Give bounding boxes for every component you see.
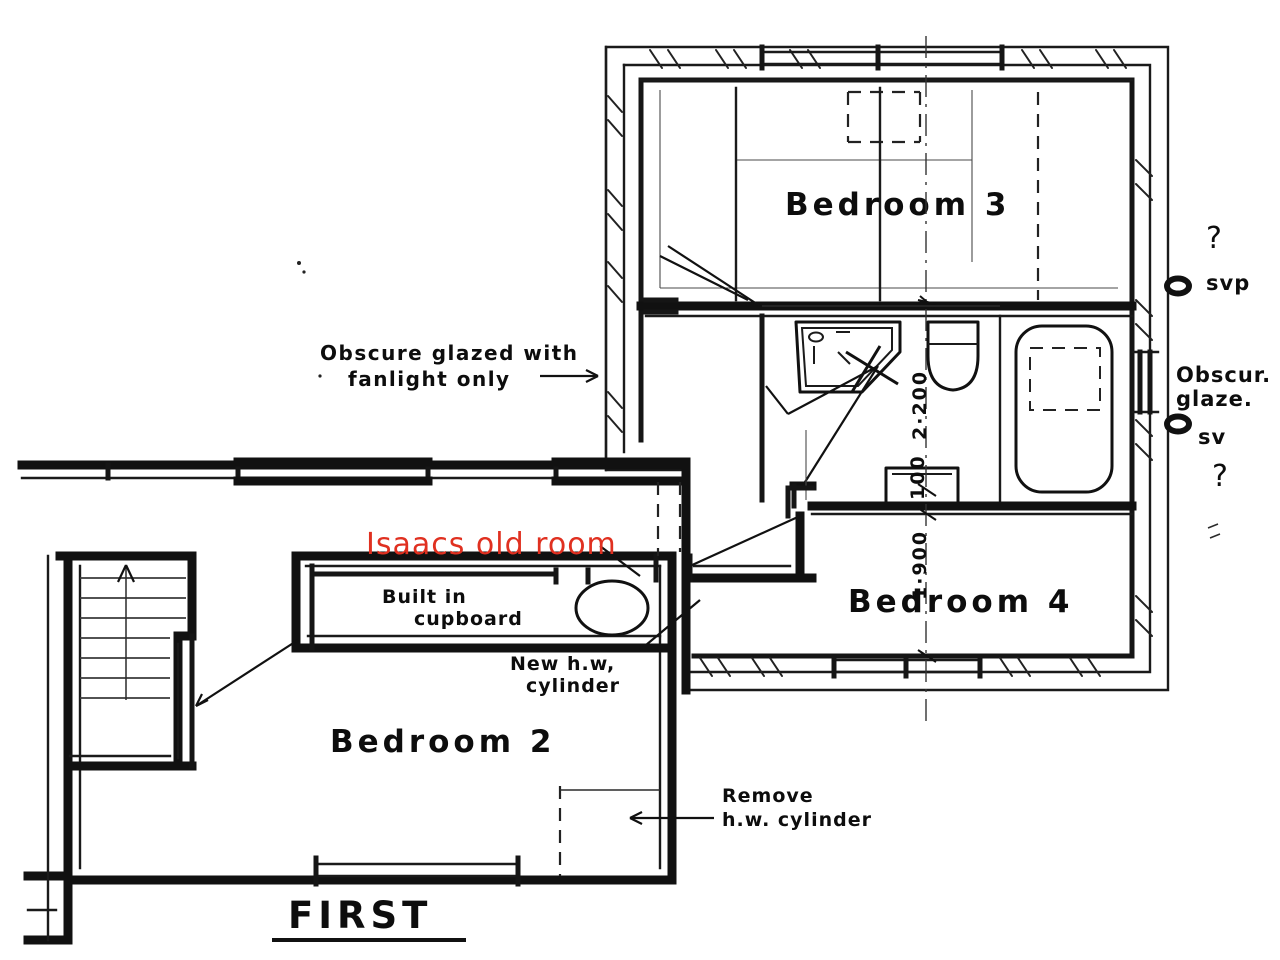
window-bottom-bedroom4 (831, 653, 983, 679)
wall-hatching-bottom (699, 657, 1101, 677)
cupboard-note-line1: Built in (382, 586, 467, 608)
left-return-wall (23, 554, 73, 945)
bedroom4-area (683, 485, 817, 583)
staircase (55, 551, 197, 771)
obscure-glazed-arrow (540, 369, 599, 383)
dimension-chain (762, 36, 1000, 728)
wall-hatching-left (607, 95, 623, 433)
obscure-glazed-note-line2: fanlight only (348, 367, 511, 391)
cupboard-leader-head-b (195, 693, 203, 707)
wc-fixture-lower (884, 466, 960, 508)
cupboard-leader-head-a (195, 699, 209, 707)
remove-hw-note-line2: h.w. cylinder (722, 809, 872, 831)
cupboard-note-line2: cupboard (414, 608, 523, 630)
svp-label-top: svp (1206, 271, 1250, 295)
isaacs-old-room-label: Isaacs old room (366, 527, 617, 562)
hot-water-cylinder-fixture (574, 579, 650, 637)
window-right-upper (1131, 349, 1160, 415)
remove-hw-note-line1: Remove (722, 785, 814, 807)
window-top-bedroom3 (759, 44, 1005, 71)
room-label-bedroom4: Bedroom 4 (848, 584, 1073, 620)
wc-fixture-upper (926, 320, 980, 392)
cupboard-leader (195, 639, 299, 707)
room-label-bedroom2: Bedroom 2 (330, 724, 555, 760)
new-hw-cylinder-note-line1: New h.w, (510, 653, 615, 675)
corridor-upper-wall (17, 457, 691, 486)
bedroom3-hidden-lines (846, 90, 922, 144)
bedroom2-walls (63, 551, 677, 885)
window-bottom-bedroom2 (313, 855, 521, 887)
svp-label-bottom: sv (1198, 425, 1226, 449)
remove-hw-arrow (629, 811, 714, 825)
edge-obscure-note-line1: Obscur. (1176, 363, 1271, 387)
edge-obscure-note-line2: glaze. (1176, 387, 1253, 411)
plan-title: FIRST (288, 894, 432, 937)
landing-link-walls (656, 465, 691, 695)
obscure-glazed-note-line1: Obscure glazed with (320, 341, 579, 365)
built-in-cupboard (291, 551, 677, 653)
dimension-2200: 2·200 (909, 370, 931, 440)
bathroom-partitions (759, 313, 1137, 516)
edge-tick-marks (1207, 523, 1221, 539)
bedroom3-door (643, 255, 749, 315)
room-label-bedroom3: Bedroom 3 (785, 187, 1010, 223)
new-hw-cylinder-note-line2: cylinder (526, 675, 620, 697)
new-hw-leader (639, 599, 701, 651)
dimension-1900: 1·900 (909, 530, 931, 600)
bath-fixture (1014, 324, 1114, 494)
svp-symbol-bottom (1164, 413, 1192, 435)
wall-hatching-right (1135, 159, 1153, 637)
question-mark-bottom: ? (1212, 459, 1230, 494)
stray-ink-marks (297, 261, 322, 378)
bedroom4-door-leader (689, 514, 801, 568)
question-mark-top: ? (1206, 221, 1224, 256)
svp-symbol-top (1164, 275, 1192, 297)
dimension-100: 100 (907, 454, 929, 500)
